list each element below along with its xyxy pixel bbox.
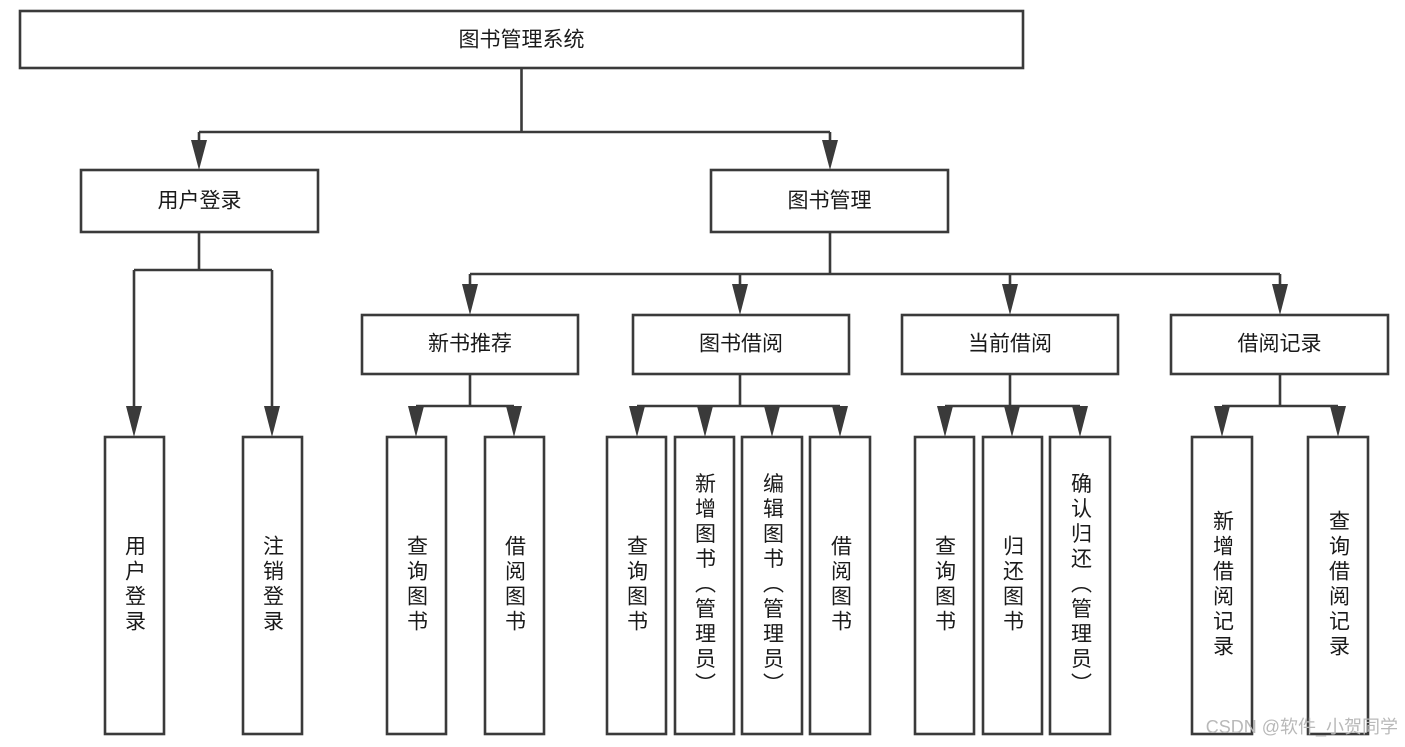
leaf-add-book[interactable]: 新增图书（管理员） (673, 435, 736, 736)
leaf-query-book-2[interactable]: 查询图书 (605, 435, 668, 736)
arrow-leaf-query-book-3 (937, 406, 953, 437)
node-borrow-record[interactable]: 借阅记录 (1169, 313, 1390, 376)
node-current-borrow[interactable]: 当前借阅 (900, 313, 1120, 376)
arrow-leaf-add-book (697, 406, 713, 437)
node-current-borrow-box[interactable] (900, 313, 1120, 376)
csdn-watermark: CSDN @软件_小贺同学 (1206, 717, 1398, 738)
leaf-edit-book[interactable]: 编辑图书（管理员） (740, 435, 804, 736)
node-book-borrow-label: 图书借阅 (699, 333, 783, 356)
leaf-return-book-box[interactable] (981, 435, 1044, 736)
leaf-query-book-3-box[interactable] (913, 435, 976, 736)
node-new-book-recommend-box[interactable] (360, 313, 580, 376)
leaf-confirm-return-label: 确认归还（管理员） (1069, 473, 1093, 698)
arrow-leaf-query-book-2 (629, 406, 645, 437)
arrow-leaf-add-record (1214, 406, 1230, 437)
arrow-to-user-login (191, 140, 207, 170)
node-borrow-record-label: 借阅记录 (1238, 333, 1322, 356)
leaf-query-book-2-label: 查询图书 (625, 535, 649, 635)
arrow-leaf-query-book-1 (408, 406, 424, 437)
leaf-user-login-box[interactable] (103, 435, 166, 736)
connector-layer (126, 68, 1346, 437)
leaf-query-book-1-box[interactable] (385, 435, 448, 736)
leaf-borrow-book-1-box[interactable] (483, 435, 546, 736)
leaf-query-book-1[interactable]: 查询图书 (385, 435, 448, 736)
arrow-to-borrow-record (1272, 284, 1288, 315)
node-book-manage[interactable]: 图书管理 (709, 168, 950, 234)
node-root-label: 图书管理系统 (459, 29, 585, 52)
arrow-leaf-edit-book (764, 406, 780, 437)
node-book-manage-label: 图书管理 (788, 190, 872, 213)
node-user-login-label: 用户登录 (158, 190, 242, 213)
leaf-return-book-label: 归还图书 (1001, 535, 1025, 635)
node-new-book-recommend[interactable]: 新书推荐 (360, 313, 580, 376)
leaf-query-record[interactable]: 查询借阅记录 (1306, 435, 1370, 736)
node-new-book-recommend-label: 新书推荐 (428, 333, 512, 356)
leaf-logout-login-label: 注销登录 (261, 535, 285, 635)
leaf-add-record[interactable]: 新增借阅记录 (1190, 435, 1254, 736)
node-book-borrow[interactable]: 图书借阅 (631, 313, 851, 376)
node-user-login[interactable]: 用户登录 (79, 168, 320, 234)
node-current-borrow-label: 当前借阅 (968, 333, 1052, 356)
leaf-user-login[interactable]: 用户登录 (103, 435, 166, 736)
arrow-leaf-return-book (1004, 406, 1020, 437)
arrow-to-book-borrow (732, 284, 748, 315)
leaf-add-record-label: 新增借阅记录 (1211, 510, 1235, 660)
leaf-user-login-label: 用户登录 (123, 535, 147, 635)
leaf-query-book-1-label: 查询图书 (405, 535, 429, 635)
arrow-to-current-borrow (1002, 284, 1018, 315)
leaf-edit-book-box[interactable] (740, 435, 804, 736)
leaf-add-book-box[interactable] (673, 435, 736, 736)
leaf-logout-login-box[interactable] (241, 435, 304, 736)
arrow-leaf-query-record (1330, 406, 1346, 437)
arrow-to-book-manage (822, 140, 838, 170)
arrow-leaf-confirm-return (1072, 406, 1088, 437)
leaf-query-record-label: 查询借阅记录 (1327, 510, 1351, 660)
leaf-query-book-3[interactable]: 查询图书 (913, 435, 976, 736)
node-user-login-box[interactable] (79, 168, 320, 234)
leaf-borrow-book-2[interactable]: 借阅图书 (808, 435, 872, 736)
leaf-return-book[interactable]: 归还图书 (981, 435, 1044, 736)
node-borrow-record-box[interactable] (1169, 313, 1390, 376)
leaf-query-book-2-box[interactable] (605, 435, 668, 736)
leaf-borrow-book-2-label: 借阅图书 (829, 535, 853, 635)
leaf-add-book-label: 新增图书（管理员） (693, 473, 717, 698)
leaf-borrow-book-1-label: 借阅图书 (503, 535, 527, 635)
arrow-to-new-book-recommend (462, 284, 478, 315)
leaf-confirm-return[interactable]: 确认归还（管理员） (1048, 435, 1112, 736)
arrow-leaf-borrow-book-1 (506, 406, 522, 437)
node-root-box[interactable] (18, 9, 1025, 70)
leaf-borrow-book-2-box[interactable] (808, 435, 872, 736)
node-root[interactable]: 图书管理系统 (18, 9, 1025, 70)
arrow-leaf-user-login (126, 406, 142, 437)
leaf-logout-login[interactable]: 注销登录 (241, 435, 304, 736)
leaf-query-record-box[interactable] (1306, 435, 1370, 736)
leaf-add-record-box[interactable] (1190, 435, 1254, 736)
node-book-borrow-box[interactable] (631, 313, 851, 376)
leaf-borrow-book-1[interactable]: 借阅图书 (483, 435, 546, 736)
leaf-edit-book-label: 编辑图书（管理员） (761, 473, 785, 698)
node-book-manage-box[interactable] (709, 168, 950, 234)
arrow-leaf-logout-login (264, 406, 280, 437)
arrow-leaf-borrow-book-2 (832, 406, 848, 437)
leaf-confirm-return-box[interactable] (1048, 435, 1112, 736)
leaf-query-book-3-label: 查询图书 (933, 535, 957, 635)
